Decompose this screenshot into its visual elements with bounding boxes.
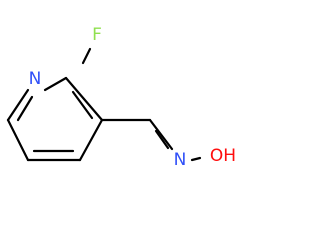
structure-canvas: F N N OH [6,25,237,170]
bond-c2-f [81,47,92,65]
molecule-drawing: F N N OH [6,25,236,170]
bond-c3-c4 [78,118,104,162]
bond-n1-c2 [43,76,68,92]
bond-c5-c6 [6,118,30,162]
hydroxyl-group-label: OH [210,146,236,166]
bond-ch-n-inner [154,129,170,150]
bond-c2-c3 [64,76,104,122]
bond-n-o [190,156,202,162]
fluorine-atom-label: F [92,25,102,45]
oxime-nitrogen-atom-label: N [174,150,187,170]
bond-c2-c3-inner [71,90,94,120]
bond-c6-n1-inner [16,95,34,122]
bond-ch-n [148,118,174,151]
bond-c6-n1 [6,88,30,122]
ring-nitrogen-atom-label: N [29,69,42,89]
